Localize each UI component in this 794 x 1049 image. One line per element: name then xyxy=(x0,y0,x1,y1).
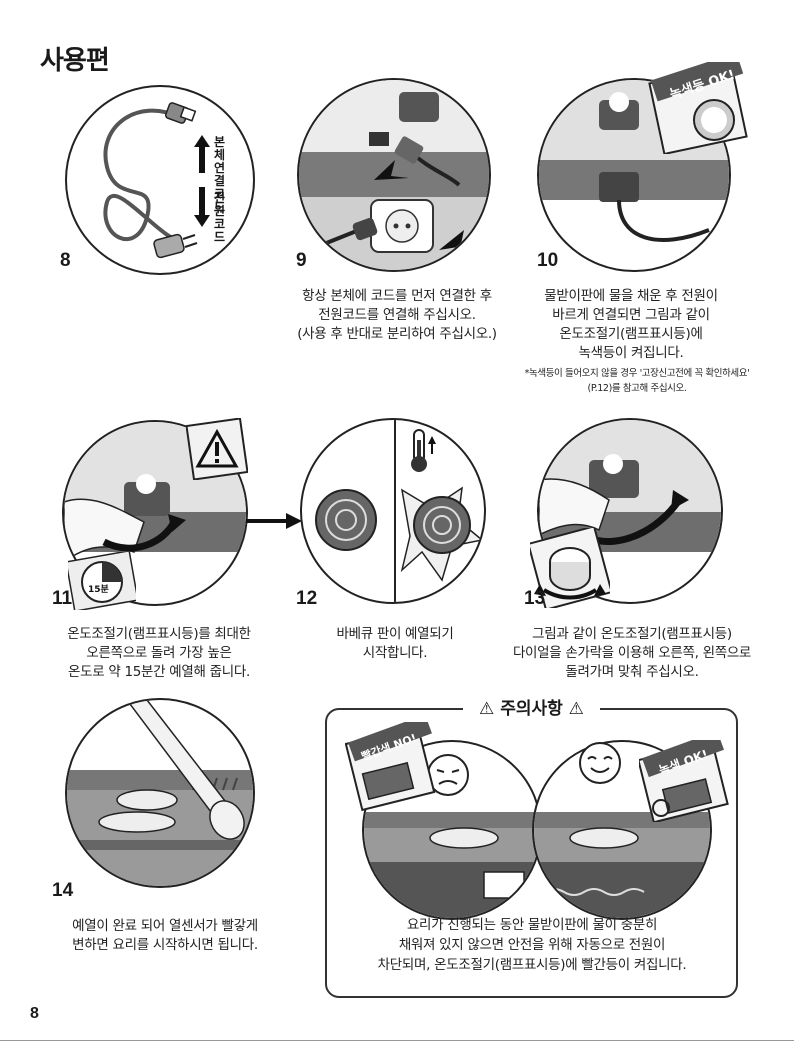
arrow-icon xyxy=(194,135,210,227)
caution-box: ⚠ 주의사항 ⚠ 빨간색 NO! xyxy=(325,708,738,998)
caution-title-text: ⚠ 주의사항 ⚠ xyxy=(463,697,600,721)
step-8-number: 8 xyxy=(60,250,71,272)
step-9-number: 9 xyxy=(296,250,307,272)
step-12-number: 12 xyxy=(296,588,317,610)
timer-icon: 15분 xyxy=(68,552,136,610)
page-number: 8 xyxy=(30,1005,39,1023)
grill-plate-icon xyxy=(302,420,486,604)
step-12-illustration xyxy=(300,418,486,604)
step-8-illustration xyxy=(65,85,255,275)
arrow-icon xyxy=(246,513,302,529)
plug-icon xyxy=(299,80,491,272)
svg-text:15분: 15분 xyxy=(88,584,109,595)
step-10-note: *녹색등이 들어오지 않을 경우 '고장신고전에 꼭 확인하세요' (P.12)… xyxy=(490,366,784,396)
cord-icon xyxy=(67,87,255,275)
label-power-cord: 전원 코드 xyxy=(214,192,225,244)
step-10-caption: 물받이판에 물을 채운 후 전원이 바르게 연결되면 그림과 같이 온도조절기(… xyxy=(506,287,756,363)
warning-icon xyxy=(186,418,248,480)
happy-face-icon xyxy=(577,740,623,786)
step-13-number: 13 xyxy=(524,588,545,610)
caution-caption: 요리가 진행되는 동안 물받이판에 물이 충분히 채워져 있지 않으면 안전을 … xyxy=(337,915,727,975)
step-9-illustration xyxy=(297,78,491,272)
step-9-caption: 항상 본체에 코드를 먼저 연결한 후 전원코드를 연결해 주십시오. (사용 … xyxy=(268,287,526,344)
step-11-caption: 온도조절기(램프표시등)를 최대한 오른쪽으로 돌려 가장 높은 온도로 약 1… xyxy=(34,625,284,682)
grill-plate-icon xyxy=(67,700,255,888)
thermometer-icon xyxy=(408,428,438,474)
step-14-caption: 예열이 완료 되어 열센서가 빨갛게 변하면 요리를 시작하시면 됩니다. xyxy=(40,917,290,955)
step-14-number: 14 xyxy=(52,880,73,902)
bottom-rule xyxy=(0,1040,794,1041)
badge-red-no: 빨간색 NO! xyxy=(345,722,437,814)
step-12-caption: 바베큐 판이 예열되기 시작합니다. xyxy=(300,625,490,663)
badge-green-ok: 녹색 OK! xyxy=(639,740,729,822)
page-title: 사용편 xyxy=(40,40,109,77)
step-10-number: 10 xyxy=(537,250,558,272)
step-13-caption: 그림과 같이 온도조절기(램프표시등) 다이얼을 손가락을 이용해 오른쪽, 왼… xyxy=(496,625,768,682)
badge-green-ok: 녹색등 OK! xyxy=(648,62,748,154)
step-14-illustration xyxy=(65,698,255,888)
step-11-number: 11 xyxy=(52,588,72,610)
caution-title: ⚠ 주의사항 ⚠ xyxy=(327,697,736,721)
